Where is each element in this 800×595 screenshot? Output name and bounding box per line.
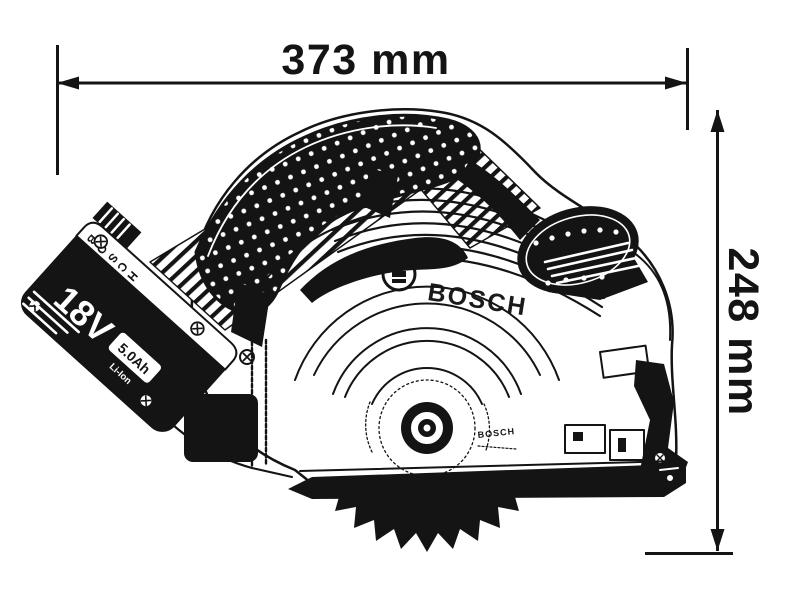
- arrow-left-icon: [57, 76, 79, 90]
- handle-rear-wedge: [362, 168, 398, 218]
- trigger-link: [458, 160, 540, 240]
- front-knob: [517, 206, 648, 300]
- width-dimension-label: 373 mm: [281, 36, 450, 84]
- arrow-down-icon: [710, 529, 725, 551]
- height-dimension-label: 248 mm: [719, 247, 767, 416]
- blade-brand-print: BOSCH: [477, 426, 515, 440]
- width-dimension: 373 mm: [56, 36, 689, 175]
- under-grip-shadow: [300, 237, 468, 303]
- blade-arbor-flange: [401, 402, 453, 454]
- blade-teeth: [320, 478, 534, 552]
- arrow-right-icon: [665, 76, 687, 90]
- grip-highlight-line: [207, 124, 437, 257]
- dimension-annotations: 373 mm 248 mm: [56, 36, 767, 555]
- arrow-up-icon: [710, 110, 725, 132]
- depth-lever: [564, 344, 688, 478]
- handle-loop-line: [249, 214, 371, 301]
- height-dimension: 248 mm: [645, 110, 767, 555]
- blade-guard-arcs: [294, 285, 560, 405]
- rear-cap-contour: [629, 249, 672, 341]
- battery-capacity-badge: [108, 332, 161, 383]
- saw-illustration: BOSCH: [20, 108, 688, 552]
- blade-print-dashes: [477, 445, 517, 450]
- battery-pack: BOSCH 18V 5.0Ah Li-Ion: [20, 201, 238, 432]
